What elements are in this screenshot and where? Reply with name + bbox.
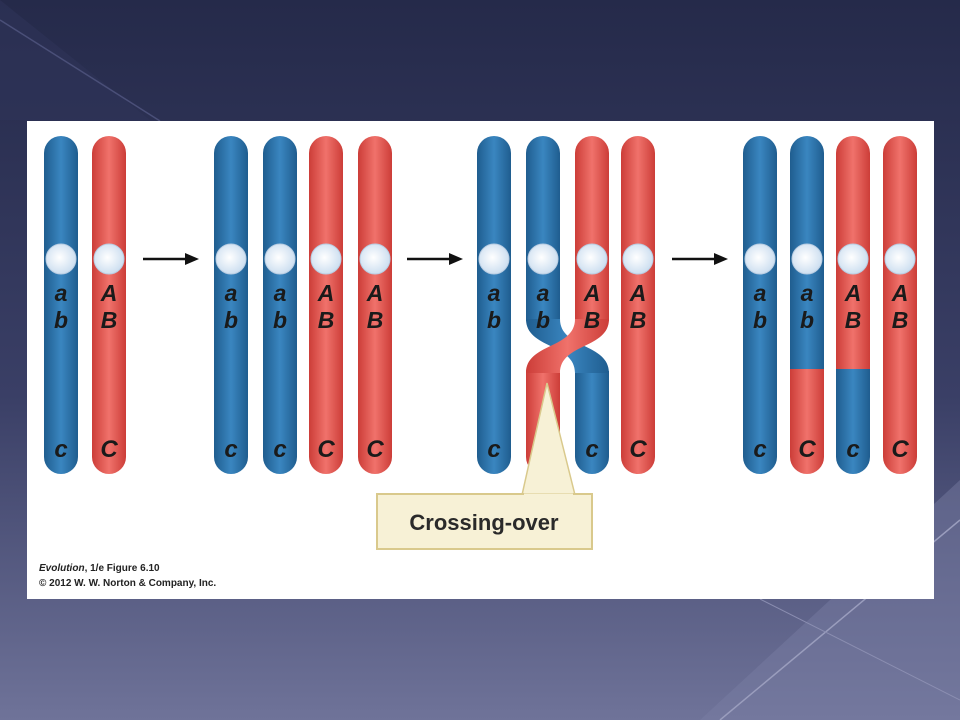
chromosome: AB C xyxy=(358,136,392,474)
arrow-icon xyxy=(143,253,199,265)
allele-label: b xyxy=(753,307,767,333)
chromosome: ab c xyxy=(743,136,777,474)
centromere xyxy=(744,243,776,275)
allele-label: A xyxy=(844,280,862,306)
callout-label: Crossing-over xyxy=(409,510,559,535)
background-line xyxy=(0,19,161,122)
centromere xyxy=(576,243,608,275)
chromosome: ab c xyxy=(263,136,297,474)
allele-label: b xyxy=(487,307,501,333)
copyright-notice: © 2012 W. W. Norton & Company, Inc. xyxy=(39,578,217,589)
allele-label: B xyxy=(584,307,601,333)
centromere xyxy=(215,243,247,275)
allele-label: a xyxy=(537,280,550,306)
figure-caption: Evolution, 1/e Figure 6.10 xyxy=(39,563,160,574)
allele-label: A xyxy=(100,280,118,306)
allele-label: a xyxy=(488,280,501,306)
allele-label: C xyxy=(891,436,909,463)
chromosome: AB C xyxy=(883,136,917,474)
allele-label: c xyxy=(224,436,237,463)
allele-label: A xyxy=(317,280,335,306)
allele-label: c xyxy=(753,436,766,463)
allele-label: B xyxy=(845,307,862,333)
book-title: Evolution xyxy=(39,563,85,574)
centromere xyxy=(264,243,296,275)
allele-label: b xyxy=(224,307,238,333)
centromere xyxy=(478,243,510,275)
allele-label: B xyxy=(101,307,118,333)
chromosome: AB C xyxy=(621,136,655,474)
allele-label: b xyxy=(800,307,814,333)
allele-label: a xyxy=(801,280,814,306)
chromosome: abC xyxy=(790,136,824,474)
chromosome: ABc xyxy=(836,136,870,474)
allele-label: b xyxy=(273,307,287,333)
allele-label: a xyxy=(274,280,287,306)
crossing-over-diagram: abcABCabcabcABCABCabcabABABCabcabCABcABC… xyxy=(44,136,917,550)
allele-label: a xyxy=(225,280,238,306)
allele-label: c xyxy=(585,436,598,463)
chromosome: ab c xyxy=(214,136,248,474)
allele-label: c xyxy=(54,436,67,463)
chromosome: ab c xyxy=(477,136,511,474)
centromere xyxy=(359,243,391,275)
allele-label: B xyxy=(318,307,335,333)
centromere xyxy=(622,243,654,275)
centromere xyxy=(884,243,916,275)
allele-label: A xyxy=(891,280,909,306)
background-shape xyxy=(0,0,150,120)
centromere xyxy=(527,243,559,275)
chromosome: ab xyxy=(526,136,609,474)
allele-label: C xyxy=(317,436,335,463)
allele-label: B xyxy=(892,307,909,333)
centromere xyxy=(45,243,77,275)
allele-label: A xyxy=(629,280,647,306)
callout-box xyxy=(376,493,593,550)
centromere xyxy=(837,243,869,275)
allele-label: b xyxy=(536,307,550,333)
arrow-icon xyxy=(407,253,463,265)
allele-label: c xyxy=(273,436,286,463)
allele-label: A xyxy=(366,280,384,306)
allele-label: a xyxy=(55,280,68,306)
allele-label: c xyxy=(846,436,859,463)
allele-label: C xyxy=(366,436,384,463)
centromere xyxy=(93,243,125,275)
chromosome: AB C xyxy=(92,136,126,474)
chromosome: ab c xyxy=(44,136,78,474)
chromosome: AB C xyxy=(309,136,343,474)
allele-label: c xyxy=(487,436,500,463)
allele-label: C xyxy=(629,436,647,463)
allele-label: B xyxy=(630,307,647,333)
figure-reference: , 1/e Figure 6.10 xyxy=(84,563,160,574)
centromere xyxy=(791,243,823,275)
arrow-icon xyxy=(672,253,728,265)
allele-label: a xyxy=(754,280,767,306)
allele-label: A xyxy=(583,280,601,306)
centromere xyxy=(310,243,342,275)
allele-label: B xyxy=(367,307,384,333)
allele-label: b xyxy=(54,307,68,333)
allele-label: C xyxy=(798,436,816,463)
background-line xyxy=(759,598,960,701)
allele-label: C xyxy=(100,436,118,463)
